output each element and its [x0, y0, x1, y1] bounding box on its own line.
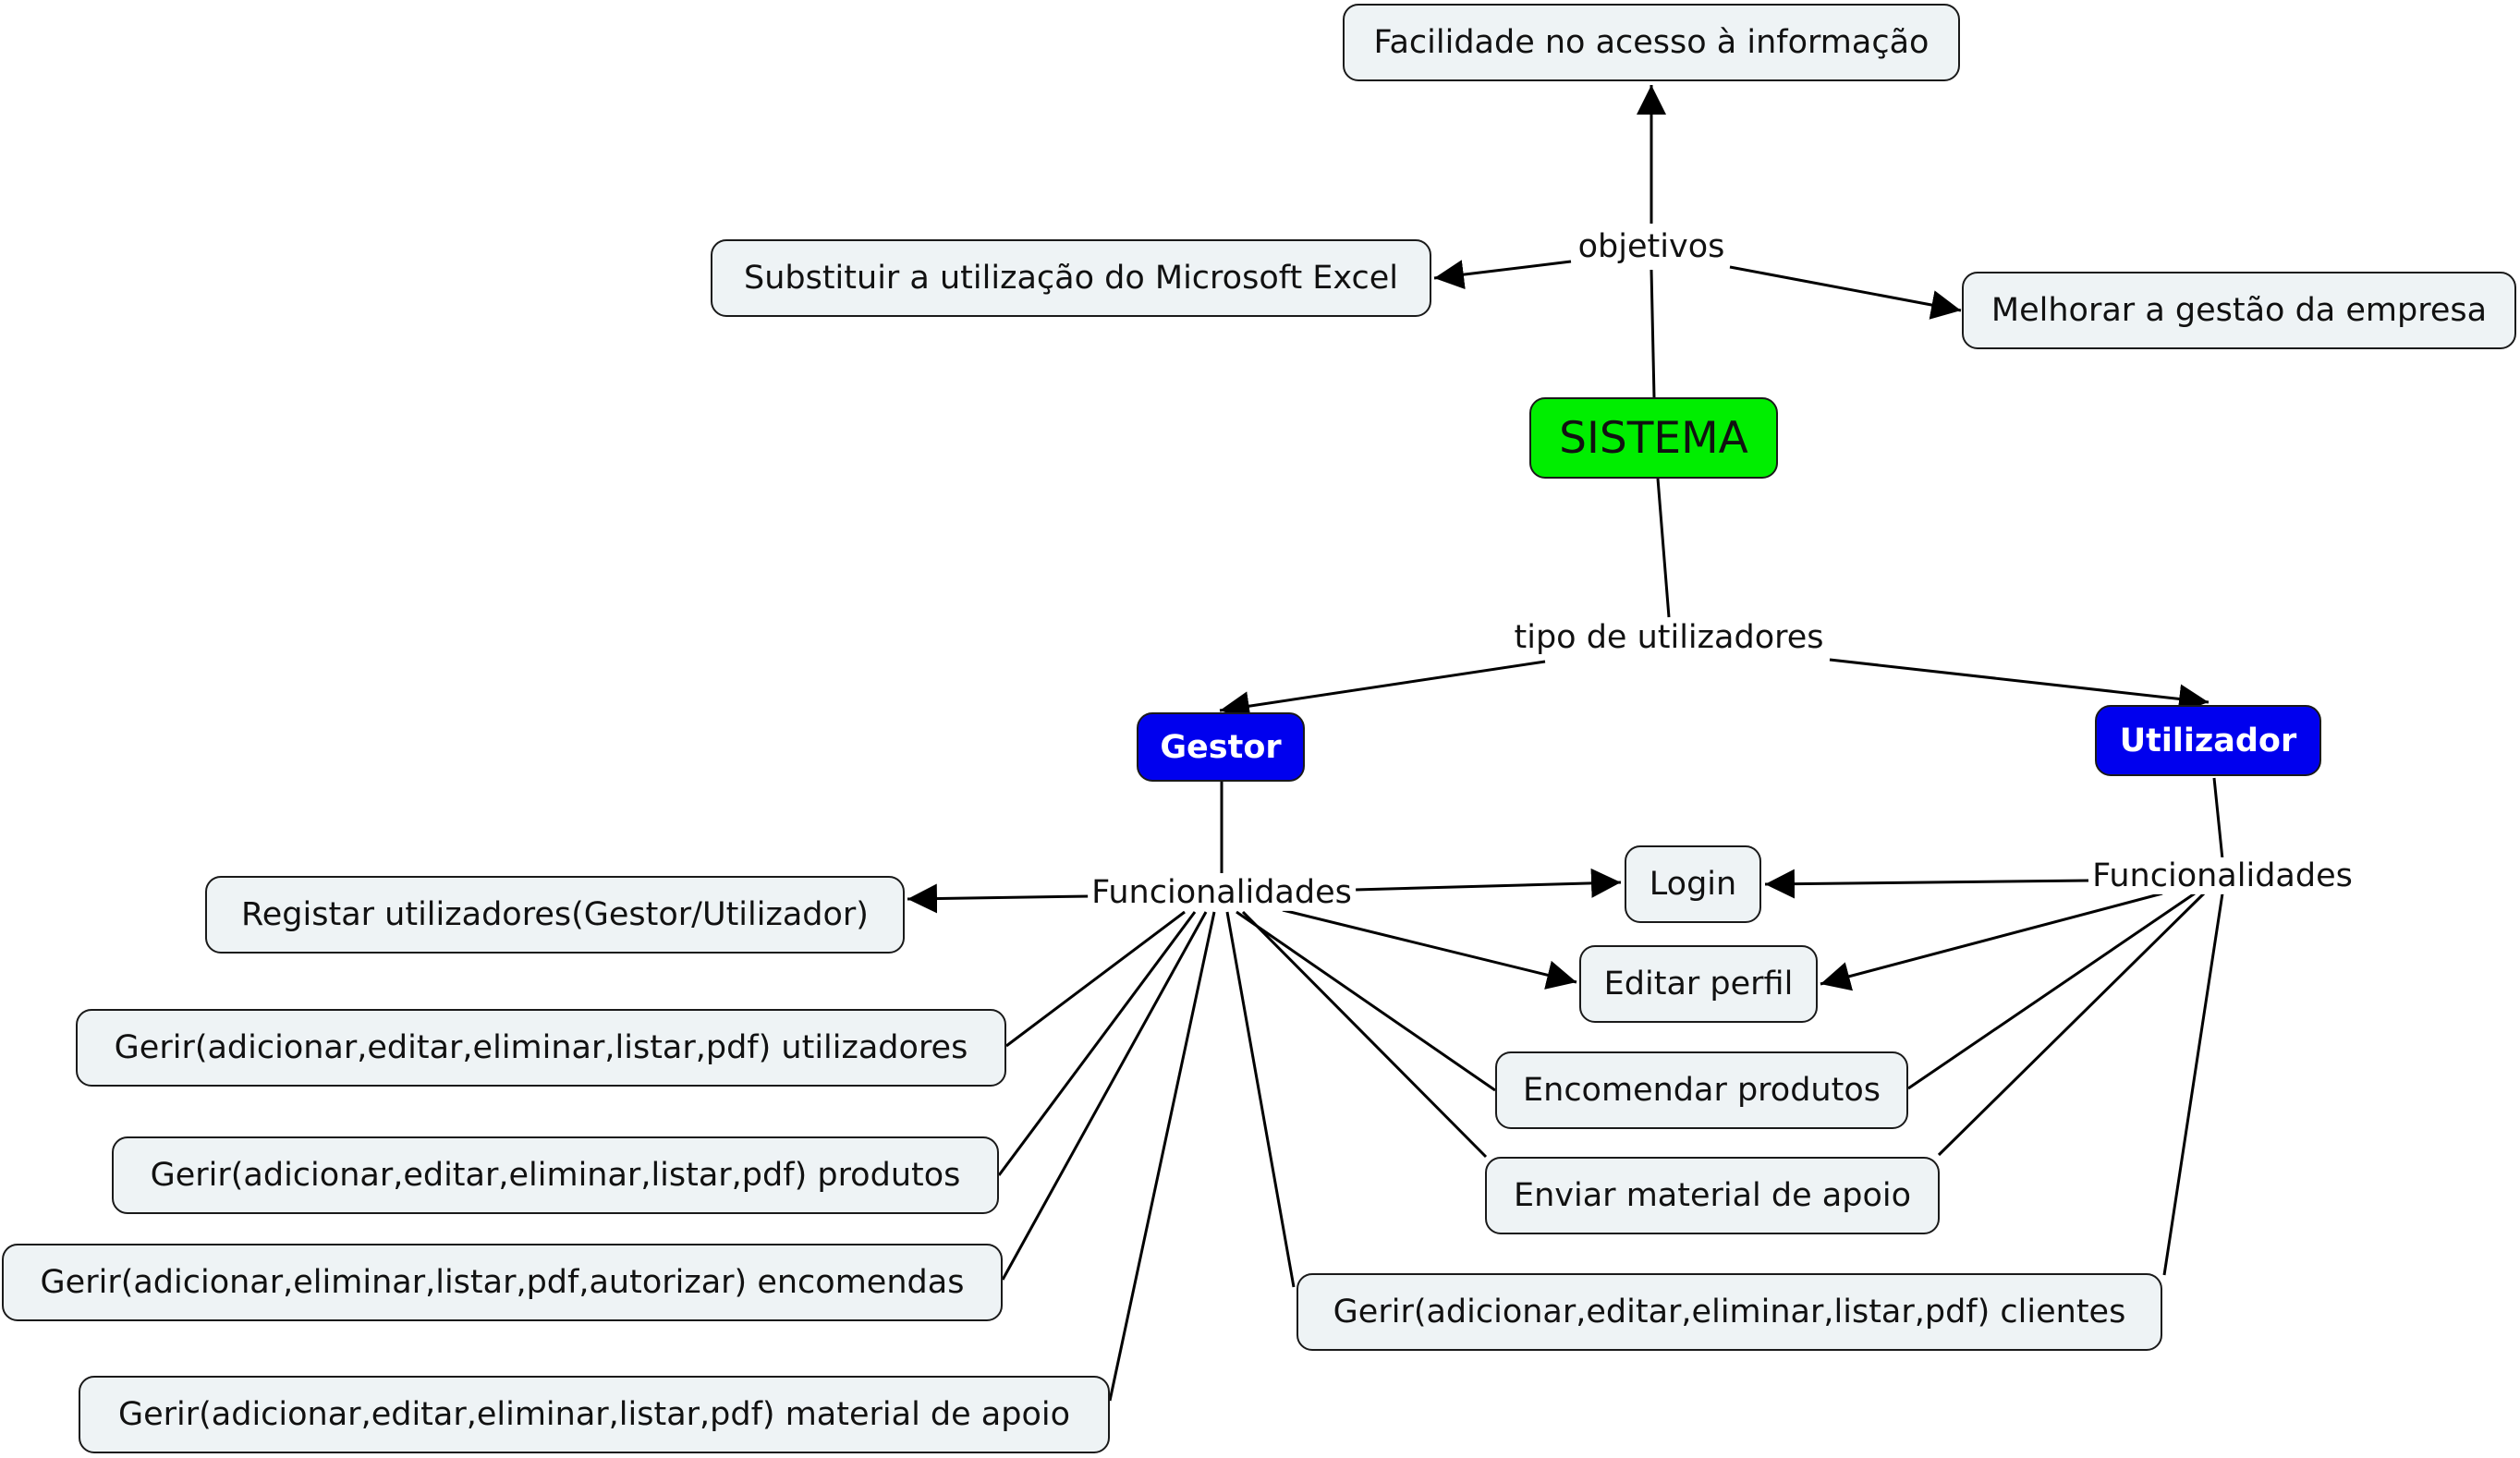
node-encomendar-produtos[interactable]: Encomendar produtos	[1495, 1051, 1908, 1129]
edge-ufunc-encomendar	[1907, 892, 2196, 1090]
link-label-funcionalidades-utilizador: Funcionalidades	[2088, 857, 2356, 895]
node-gerir-clientes[interactable]: Gerir(adicionar,editar,eliminar,listar,p…	[1297, 1273, 2162, 1351]
edge-objetivos-substituir	[1433, 260, 1572, 290]
link-label-funcionalidades-gestor: Funcionalidades	[1088, 873, 1356, 912]
edge-objetivos-melhorar	[1729, 265, 1962, 320]
edge-utilizador-func	[2212, 777, 2224, 860]
edge-gfunc-enviar	[1241, 910, 1488, 1159]
edge-gfunc-gutil	[1005, 910, 1186, 1048]
link-label-tipo-utilizadores: tipo de utilizadores	[1510, 618, 1828, 657]
node-facilidade-acesso-informacao[interactable]: Facilidade no acesso à informação	[1343, 4, 1960, 81]
node-gerir-encomendas[interactable]: Gerir(adicionar,eliminar,listar,pdf,auto…	[2, 1244, 1003, 1321]
edge-gfunc-login	[1354, 868, 1622, 898]
edge-tipo-utilizador	[1829, 658, 2210, 714]
edge-gfunc-gprod	[997, 911, 1197, 1176]
edge-ufunc-enviar	[1937, 892, 2206, 1157]
node-gerir-produtos[interactable]: Gerir(adicionar,editar,eliminar,listar,p…	[112, 1136, 999, 1214]
node-gerir-material-apoio[interactable]: Gerir(adicionar,editar,eliminar,listar,p…	[79, 1376, 1110, 1453]
node-substituir-excel[interactable]: Substituir a utilização do Microsoft Exc…	[711, 239, 1431, 317]
edge-gfunc-registar	[907, 883, 1091, 914]
node-enviar-material-apoio[interactable]: Enviar material de apoio	[1485, 1157, 1940, 1234]
edge-sistema-objetivos	[1650, 269, 1656, 398]
node-editar-perfil[interactable]: Editar perfil	[1579, 945, 1818, 1023]
node-login[interactable]: Login	[1625, 845, 1761, 923]
edge-gfunc-genc	[1001, 911, 1208, 1281]
edge-ufunc-gcli	[2162, 893, 2224, 1276]
edge-sistema-tipo	[1656, 478, 1671, 618]
link-label-objetivos: objetivos	[1574, 227, 1729, 266]
edge-gfunc-gmat	[1108, 911, 1216, 1402]
node-utilizador[interactable]: Utilizador	[2095, 705, 2321, 776]
edge-tipo-gestor	[1219, 660, 1546, 722]
node-registar-utilizadores[interactable]: Registar utilizadores(Gestor/Utilizador)	[205, 876, 905, 954]
edge-ufunc-editar	[1820, 892, 2163, 991]
edge-gfunc-gcli	[1225, 911, 1296, 1288]
edge-ufunc-login	[1764, 869, 2089, 899]
node-melhorar-gestao[interactable]: Melhorar a gestão da empresa	[1962, 272, 2516, 349]
edge-gfunc-editar	[1282, 908, 1577, 990]
node-gestor[interactable]: Gestor	[1137, 712, 1305, 782]
node-gerir-utilizadores[interactable]: Gerir(adicionar,editar,eliminar,listar,p…	[76, 1009, 1006, 1087]
node-sistema[interactable]: SISTEMA	[1529, 397, 1778, 479]
edge-gfunc-encomendar	[1236, 910, 1496, 1092]
